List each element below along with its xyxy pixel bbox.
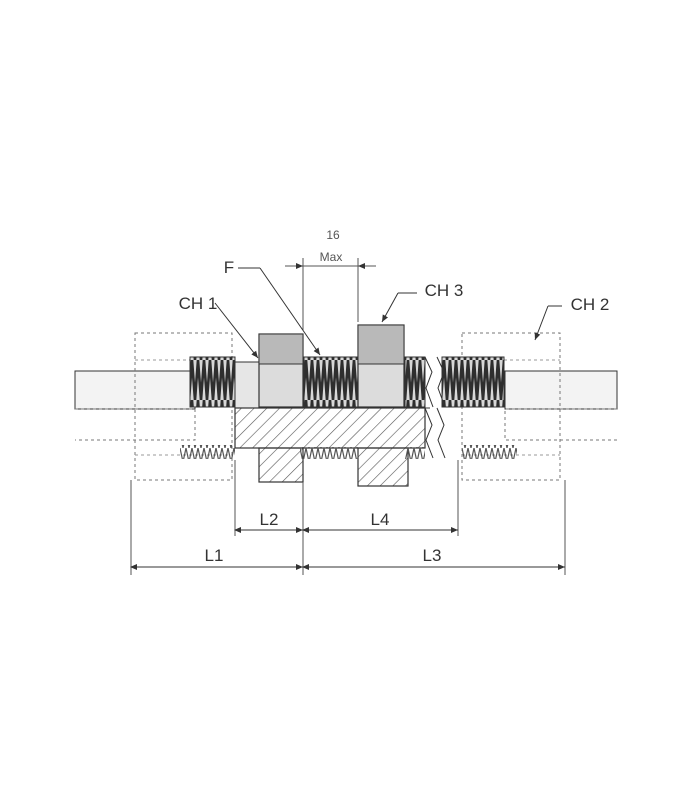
ch3-label: CH 3: [425, 281, 464, 300]
l2-label: L2: [260, 510, 279, 529]
section-view: [234, 407, 446, 487]
max-value-label: 16: [326, 228, 340, 242]
body-threads: [234, 356, 446, 409]
hex-nut-ch1: [258, 333, 304, 408]
f-label: F: [224, 258, 234, 277]
ch1-label: CH 1: [179, 294, 218, 313]
max-dimension: 16 Max: [285, 228, 376, 330]
locknut-ch3: [357, 324, 405, 408]
dimensions-lower: [130, 480, 566, 575]
leaders: [214, 267, 562, 359]
left-tube: [74, 370, 196, 441]
l3-label: L3: [423, 546, 442, 565]
l1-label: L1: [205, 546, 224, 565]
l4-label: L4: [371, 510, 390, 529]
dimensions-upper: [234, 460, 459, 575]
right-nut-ch2: [441, 332, 561, 481]
max-word-label: Max: [320, 250, 343, 264]
right-tube: [504, 370, 618, 441]
ch2-label: CH 2: [571, 295, 610, 314]
